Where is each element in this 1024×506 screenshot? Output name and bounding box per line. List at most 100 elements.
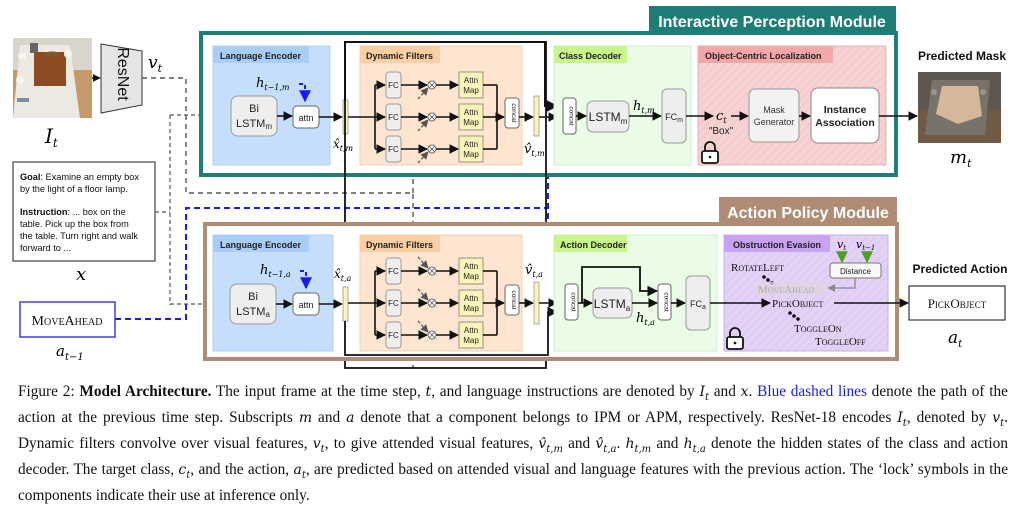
instruction-box (12, 161, 156, 262)
caption-blue-dashed: Blue dashed lines (757, 383, 867, 400)
apm-attn-label: attn (298, 300, 313, 310)
ipm-lock-icon (701, 141, 719, 164)
dynamic-filters-frame (344, 41, 547, 369)
predicted-action-value: PickObject (928, 296, 987, 311)
architecture-diagram: It ResNet vt Goal: Examine an empty box … (12, 6, 1008, 369)
apm-attn-map-label: Attn (464, 262, 478, 271)
svg-text:Map: Map (463, 272, 479, 281)
distance-label: Distance (840, 267, 872, 276)
ipm-bilstm-line2: LSTMm (236, 118, 272, 131)
ipm-attn-map-label: Attn (464, 108, 478, 117)
apm-v-hat-label: v̂t,a (525, 263, 543, 279)
obstruction-v-t-label: vt (837, 238, 846, 252)
ipm-attn-label: attn (298, 113, 313, 123)
instruction-text: Goal: Examine an empty box by the light … (20, 172, 142, 253)
svg-text:Map: Map (463, 118, 479, 127)
mask-generator-line2: Generator (754, 117, 795, 127)
class-decoder-lstm-label: LSTMm (589, 110, 628, 126)
ipm-title: Interactive Perception Module (658, 14, 886, 31)
input-frame-image (13, 38, 92, 118)
class-c-value: "Box" (709, 126, 734, 137)
apm-fc-label: FC (388, 331, 399, 340)
ipm-v-hat-label: v̂t,m (524, 142, 545, 158)
predicted-mask-title: Predicted Mask (918, 49, 1006, 63)
apm-attn-map-label: Attn (464, 326, 478, 335)
mask-generator-block (748, 88, 800, 143)
v-t-label: vt (148, 53, 163, 75)
ipm-fc-label: FC (388, 81, 399, 90)
action-decoder-h-label: ht,a (636, 311, 655, 327)
apm-language-encoder-title: Language Encoder (220, 240, 302, 250)
action-decoder-concat2-label: concat (663, 292, 670, 311)
action-toggleoff: ToggleOff (815, 336, 866, 348)
apm-x-hat-vector (342, 286, 349, 322)
action-decoder-title: Action Decoder (560, 240, 627, 250)
instance-association-line2: Association (815, 117, 875, 129)
ipm-language-encoder-title-bg (213, 46, 309, 63)
ipm-attn-map-block (458, 135, 484, 163)
localization-title-bg (698, 46, 833, 63)
ipm-df-concat (504, 97, 520, 129)
predicted-action-box (908, 285, 1006, 321)
obstruction-evasion-title: Obstruction Evasion (733, 240, 821, 250)
apm-h-prev-label: ht−1,a (260, 263, 291, 279)
apm-title-tab (719, 197, 897, 226)
ipm-v-hat-vector (533, 95, 540, 137)
action-rotateleft: RotateLeft (731, 262, 784, 274)
ipm-bilstm-line1: Bi (249, 103, 259, 115)
ipm-h-prev-label: ht−1,m (256, 76, 290, 92)
prev-action-value: MoveAhead (32, 314, 103, 329)
ipm-attn-map-label: Attn (464, 76, 478, 85)
caption-title: Model Architecture. (79, 383, 212, 400)
localization-title: Object-Centric Localization (705, 51, 822, 61)
svg-text:Map: Map (463, 86, 479, 95)
action-decoder-fc-label: FCa (690, 299, 706, 311)
action-decoder-concat2 (657, 283, 672, 321)
instance-association-line1: Instance (824, 104, 867, 116)
ipm-attn-map-block (458, 71, 484, 99)
action-decoder-title-bg (554, 235, 627, 252)
caption-figure-label: Figure 2: (18, 383, 75, 400)
x-label: x (76, 264, 86, 285)
mask-generator-line1: Mask (763, 105, 785, 115)
obstruction-evasion-title-bg (724, 235, 830, 252)
action-decoder-concat (564, 283, 579, 321)
class-decoder-concat-label: concat (568, 106, 575, 125)
apm-fc-label: FC (388, 267, 399, 276)
apm-bilstm-line1: Bi (248, 291, 258, 303)
class-decoder-h-label: ht,m (633, 99, 655, 115)
ipm-fc-label: FC (388, 145, 399, 154)
apm-attn-map-label: Attn (464, 294, 478, 303)
prev-action-box (19, 301, 116, 338)
apm-v-hat-vector (533, 281, 540, 325)
apm-attn-map-block (458, 321, 484, 349)
apm-attn-map-block (458, 289, 484, 317)
svg-text:Map: Map (463, 304, 479, 313)
predicted-action-title: Predicted Action (913, 262, 1008, 276)
obstruction-v-t1-label: vt−1 (856, 238, 875, 252)
action-toggleon: ToggleOn (794, 323, 842, 335)
apm-bilstm-line2: LSTMa (236, 306, 270, 319)
ipm-x-hat-label: x̂t,m (333, 137, 354, 153)
ipm-dynamic-filters-title-bg (360, 46, 440, 63)
moveahead-highlight (756, 282, 826, 295)
class-decoder-fc-label: FCm (665, 112, 683, 124)
predicted-action-label: at (948, 328, 963, 350)
action-decoder-lstm-label: LSTMa (594, 297, 631, 313)
resnet-block (100, 43, 143, 114)
figure-caption: Figure 2: Model Architecture. The input … (18, 383, 1008, 504)
class-c-label: ct (716, 109, 727, 125)
ipm-df-concat-label: concat (510, 103, 517, 122)
apm-df-concat (504, 284, 520, 316)
ipm-language-encoder-title: Language Encoder (220, 51, 302, 61)
svg-text:Map: Map (463, 150, 479, 159)
ipm-dynamic-filters-title: Dynamic Filters (366, 51, 433, 61)
ellipsis-dots-lower (788, 311, 800, 321)
ipm-title-tab (649, 6, 896, 35)
apm-dynamic-filters-title: Dynamic Filters (366, 240, 433, 250)
prev-action-label: at−1 (56, 342, 84, 363)
action-moveahead-masked: MoveAhead (758, 284, 815, 296)
ipm-fc-label: FC (388, 113, 399, 122)
class-decoder-title-bg (554, 46, 627, 63)
